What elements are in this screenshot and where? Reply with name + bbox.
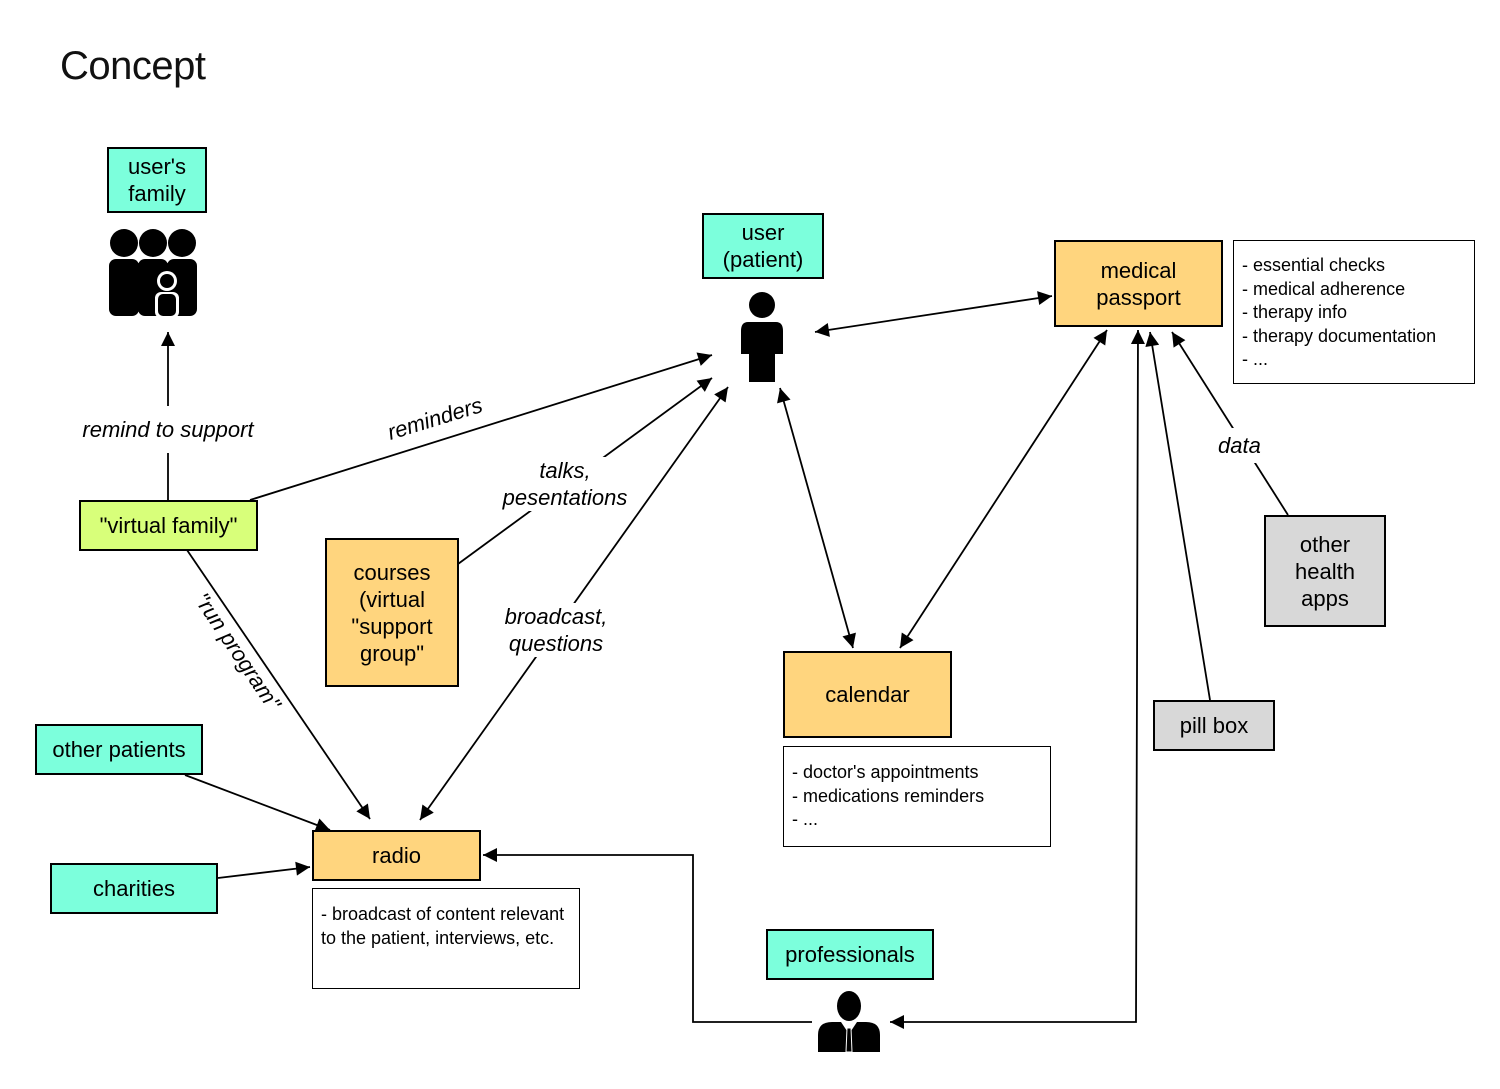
- businessman-icon: [818, 991, 880, 1053]
- node-other-health-apps: other health apps: [1264, 515, 1386, 627]
- family-group-icon: [109, 229, 197, 318]
- note-text: - broadcast of content relevant to the p…: [321, 904, 565, 948]
- page-title: Concept: [60, 44, 206, 88]
- label-broadcast: broadcast, questions: [494, 603, 618, 657]
- note-item: - doctor's appointments: [792, 762, 979, 782]
- node-pill-box: pill box: [1153, 700, 1275, 751]
- note-item: - therapy documentation: [1242, 325, 1437, 346]
- edge-user-passport: [814, 291, 1053, 337]
- node-charities: charities: [50, 863, 218, 914]
- edge-professionals-radio: [483, 848, 812, 1023]
- edge-professionals-passport: [890, 329, 1145, 1029]
- edge-calendar-passport: [899, 329, 1108, 649]
- node-professionals: professionals: [766, 929, 934, 980]
- note-item: - ...: [792, 809, 818, 829]
- node-user-patient: user (patient): [702, 213, 824, 279]
- node-calendar: calendar: [783, 651, 952, 738]
- node-radio: radio: [312, 830, 481, 881]
- note-calendar: - doctor's appointments - medications re…: [783, 746, 1051, 847]
- note-item: - medications reminders: [792, 785, 985, 806]
- node-medical-passport: medical passport: [1054, 240, 1223, 327]
- person-icon: [741, 292, 783, 382]
- edge-other-patients-radio: [184, 774, 331, 832]
- node-virtual-family: "virtual family": [79, 500, 258, 551]
- note-item: - therapy info: [1242, 302, 1348, 322]
- note-medical-passport: - essential checks - medical adherence -…: [1233, 240, 1475, 384]
- label-remind-to-support: remind to support: [72, 406, 264, 453]
- edge-charities-radio: [217, 861, 311, 879]
- edge-run-program: [186, 549, 371, 820]
- note-item: - essential checks: [1242, 255, 1386, 275]
- node-users-family: user's family: [107, 147, 207, 213]
- edge-reminders: [249, 352, 713, 501]
- edge-user-calendar: [777, 387, 856, 649]
- label-talks: talks, pesentations: [494, 457, 636, 511]
- note-radio: - broadcast of content relevant to the p…: [312, 888, 580, 989]
- note-item: - ...: [1242, 349, 1268, 369]
- edge-data: [1171, 331, 1289, 516]
- node-other-patients: other patients: [35, 724, 203, 775]
- label-data: data: [1212, 428, 1267, 463]
- note-item: - medical adherence: [1242, 278, 1406, 299]
- edge-pillbox-passport: [1145, 331, 1211, 701]
- node-courses: courses (virtual "support group": [325, 538, 459, 687]
